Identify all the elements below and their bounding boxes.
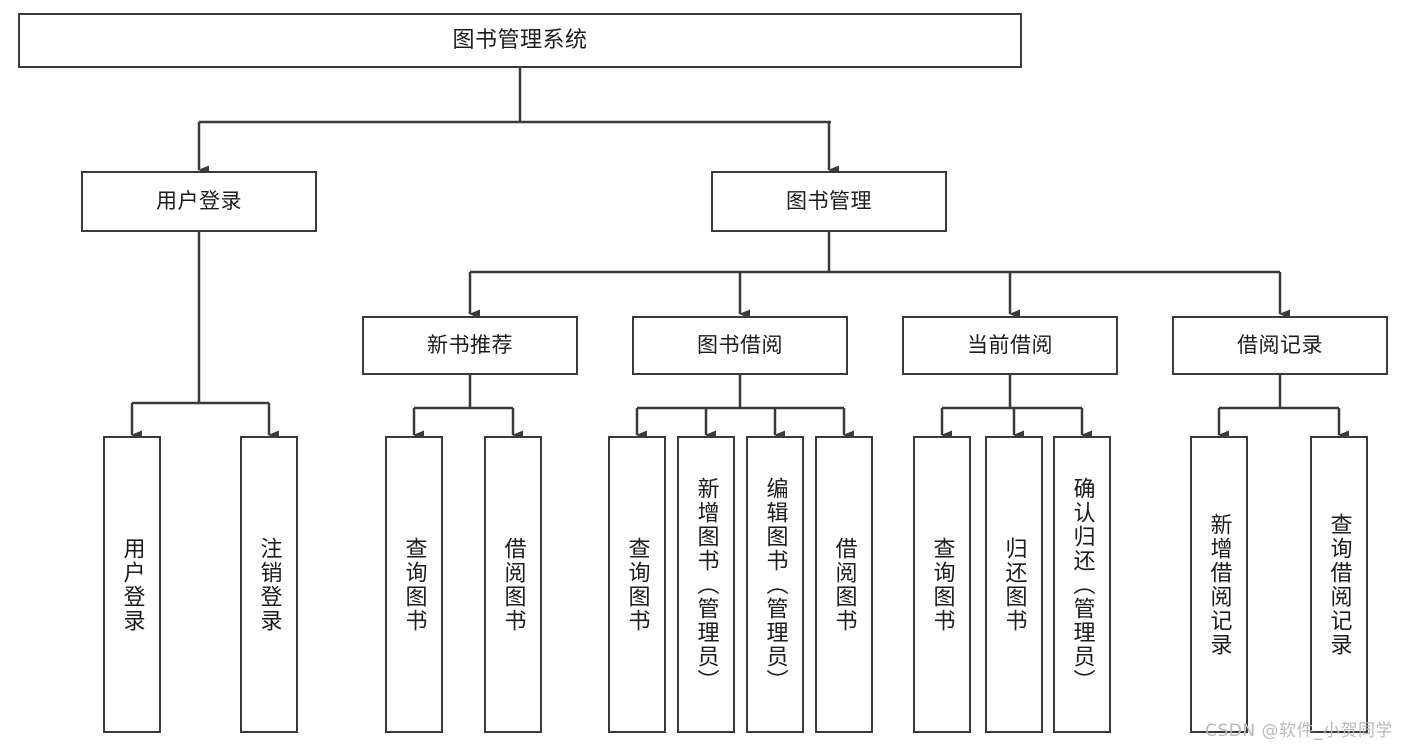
node-leaf-query-record-label: 查询借阅记录 xyxy=(1326,512,1352,657)
node-book-manage-label: 图书管理 xyxy=(786,189,872,214)
node-leaf-query-book-borrow[interactable]: 查询图书 xyxy=(608,436,666,733)
node-leaf-edit-book[interactable]: 编辑图书（管理员） xyxy=(746,436,804,733)
node-user-login[interactable]: 用户登录 xyxy=(81,171,317,232)
node-leaf-add-book-label: 新增图书（管理员） xyxy=(693,476,719,693)
node-leaf-add-book[interactable]: 新增图书（管理员） xyxy=(677,436,735,733)
node-root[interactable]: 图书管理系统 xyxy=(18,13,1022,68)
node-current-borrow-label: 当前借阅 xyxy=(967,333,1053,358)
node-leaf-query-book-cur[interactable]: 查询图书 xyxy=(913,436,971,733)
node-leaf-borrow-book[interactable]: 借阅图书 xyxy=(815,436,873,733)
node-leaf-query-book-borrow-label: 查询图书 xyxy=(624,536,650,633)
node-leaf-borrow-book-rec[interactable]: 借阅图书 xyxy=(484,436,542,733)
node-leaf-query-book-cur-label: 查询图书 xyxy=(929,536,955,633)
node-leaf-add-record[interactable]: 新增借阅记录 xyxy=(1190,436,1248,733)
node-leaf-return-book-label: 归还图书 xyxy=(1001,536,1027,633)
node-book-manage[interactable]: 图书管理 xyxy=(711,171,947,232)
node-leaf-query-book-rec-label: 查询图书 xyxy=(401,536,427,633)
node-leaf-confirm-return[interactable]: 确认归还（管理员） xyxy=(1053,436,1111,733)
node-leaf-user-login[interactable]: 用户登录 xyxy=(103,436,161,733)
node-leaf-confirm-return-label: 确认归还（管理员） xyxy=(1069,476,1095,693)
node-leaf-edit-book-label: 编辑图书（管理员） xyxy=(762,476,788,693)
node-leaf-logout-label: 注销登录 xyxy=(256,536,282,633)
node-book-borrow-label: 图书借阅 xyxy=(697,333,783,358)
node-new-book-recommend[interactable]: 新书推荐 xyxy=(362,316,578,375)
node-user-login-label: 用户登录 xyxy=(156,189,242,214)
node-new-book-recommend-label: 新书推荐 xyxy=(427,333,513,358)
node-borrow-record[interactable]: 借阅记录 xyxy=(1172,316,1388,375)
node-leaf-query-record[interactable]: 查询借阅记录 xyxy=(1310,436,1368,733)
node-current-borrow[interactable]: 当前借阅 xyxy=(902,316,1118,375)
node-leaf-borrow-book-rec-label: 借阅图书 xyxy=(500,536,526,633)
node-book-borrow[interactable]: 图书借阅 xyxy=(632,316,848,375)
node-leaf-logout[interactable]: 注销登录 xyxy=(240,436,298,733)
node-leaf-borrow-book-label: 借阅图书 xyxy=(831,536,857,633)
node-leaf-query-book-rec[interactable]: 查询图书 xyxy=(385,436,443,733)
node-leaf-add-record-label: 新增借阅记录 xyxy=(1206,512,1232,657)
node-root-label: 图书管理系统 xyxy=(452,27,588,53)
watermark: CSDN @软件_小贺同学 xyxy=(1205,721,1393,741)
node-leaf-return-book[interactable]: 归还图书 xyxy=(985,436,1043,733)
node-borrow-record-label: 借阅记录 xyxy=(1237,333,1323,358)
node-leaf-user-login-label: 用户登录 xyxy=(119,536,145,633)
